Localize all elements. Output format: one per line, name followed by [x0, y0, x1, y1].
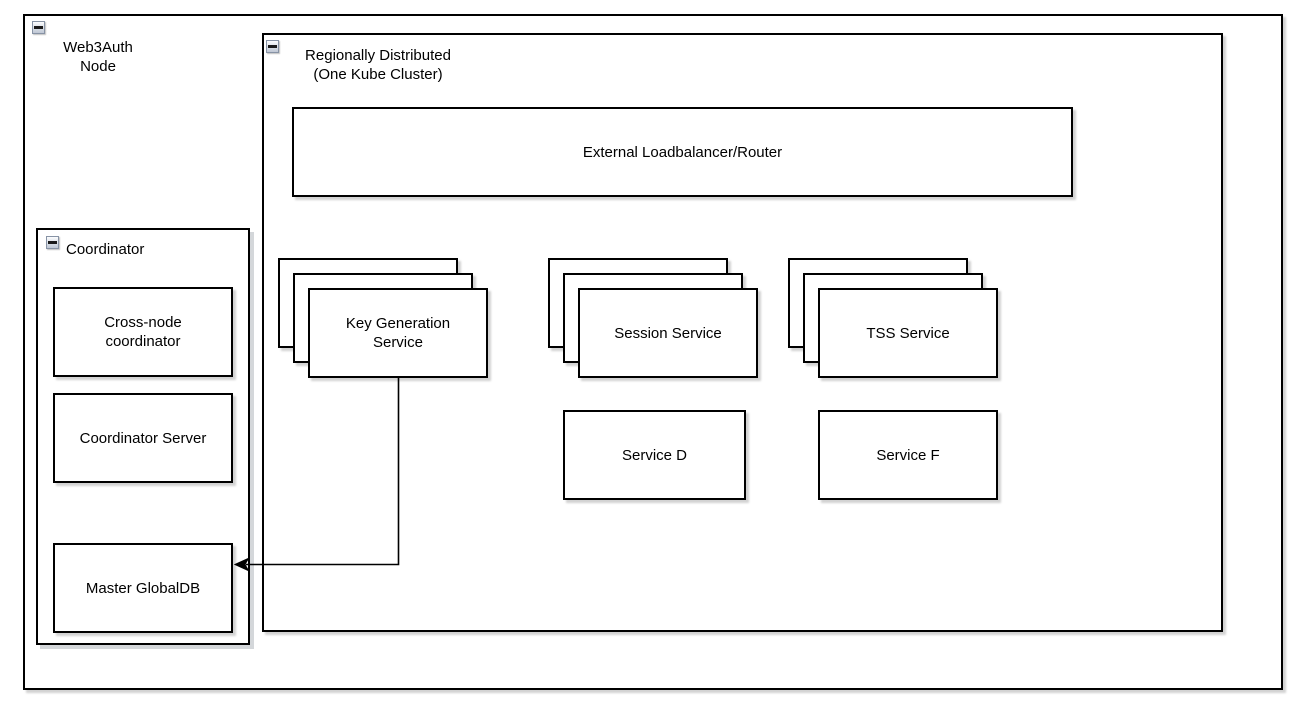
label-line: Regionally Distributed: [305, 47, 451, 64]
label-line: Web3Auth: [63, 39, 133, 56]
container-label-regionally-distributed: Regionally Distributed (One Kube Cluster…: [293, 46, 463, 84]
collapse-icon-coordinator[interactable]: [46, 236, 59, 249]
box-label: Cross-node coordinator: [104, 314, 182, 350]
collapse-icon-web3auth-node[interactable]: [32, 21, 45, 34]
stack-label: TSS Service: [866, 324, 950, 342]
stack-label: Key Generation Service: [345, 315, 451, 351]
box-label: Master GlobalDB: [85, 579, 201, 597]
stack-box-front[interactable]: Session Service: [578, 288, 758, 378]
service-stack-session[interactable]: Session Service: [548, 258, 760, 380]
service-stack-tss[interactable]: TSS Service: [788, 258, 1000, 380]
box-external-loadbalancer[interactable]: External Loadbalancer/Router: [292, 107, 1073, 197]
label-line: Node: [80, 58, 116, 75]
minus-icon: [48, 241, 57, 244]
container-label-coordinator: Coordinator: [66, 241, 145, 258]
box-label: Service D: [621, 446, 688, 464]
box-service-f[interactable]: Service F: [818, 410, 998, 500]
box-cross-node-coordinator[interactable]: Cross-node coordinator: [53, 287, 233, 377]
box-master-globaldb[interactable]: Master GlobalDB: [53, 543, 233, 633]
container-label-web3auth-node: Web3Auth Node: [48, 38, 148, 76]
container-regionally-distributed[interactable]: Regionally Distributed (One Kube Cluster…: [262, 33, 1223, 632]
stack-box-front[interactable]: Key Generation Service: [308, 288, 488, 378]
box-label: Service F: [876, 446, 940, 464]
box-label: External Loadbalancer/Router: [582, 143, 783, 161]
minus-icon: [268, 45, 277, 48]
box-label: Coordinator Server: [79, 429, 207, 447]
stack-label: Session Service: [614, 324, 722, 342]
service-stack-key-generation[interactable]: Key Generation Service: [278, 258, 490, 380]
collapse-icon-regionally-distributed[interactable]: [266, 40, 279, 53]
container-coordinator[interactable]: Coordinator Cross-node coordinator Coord…: [36, 228, 250, 645]
stack-box-front[interactable]: TSS Service: [818, 288, 998, 378]
container-web3auth-node[interactable]: Web3Auth Node Coordinator Cross-node coo…: [23, 14, 1283, 690]
label-line: (One Kube Cluster): [313, 66, 443, 83]
box-coordinator-server[interactable]: Coordinator Server: [53, 393, 233, 483]
minus-icon: [34, 26, 43, 29]
box-service-d[interactable]: Service D: [563, 410, 746, 500]
